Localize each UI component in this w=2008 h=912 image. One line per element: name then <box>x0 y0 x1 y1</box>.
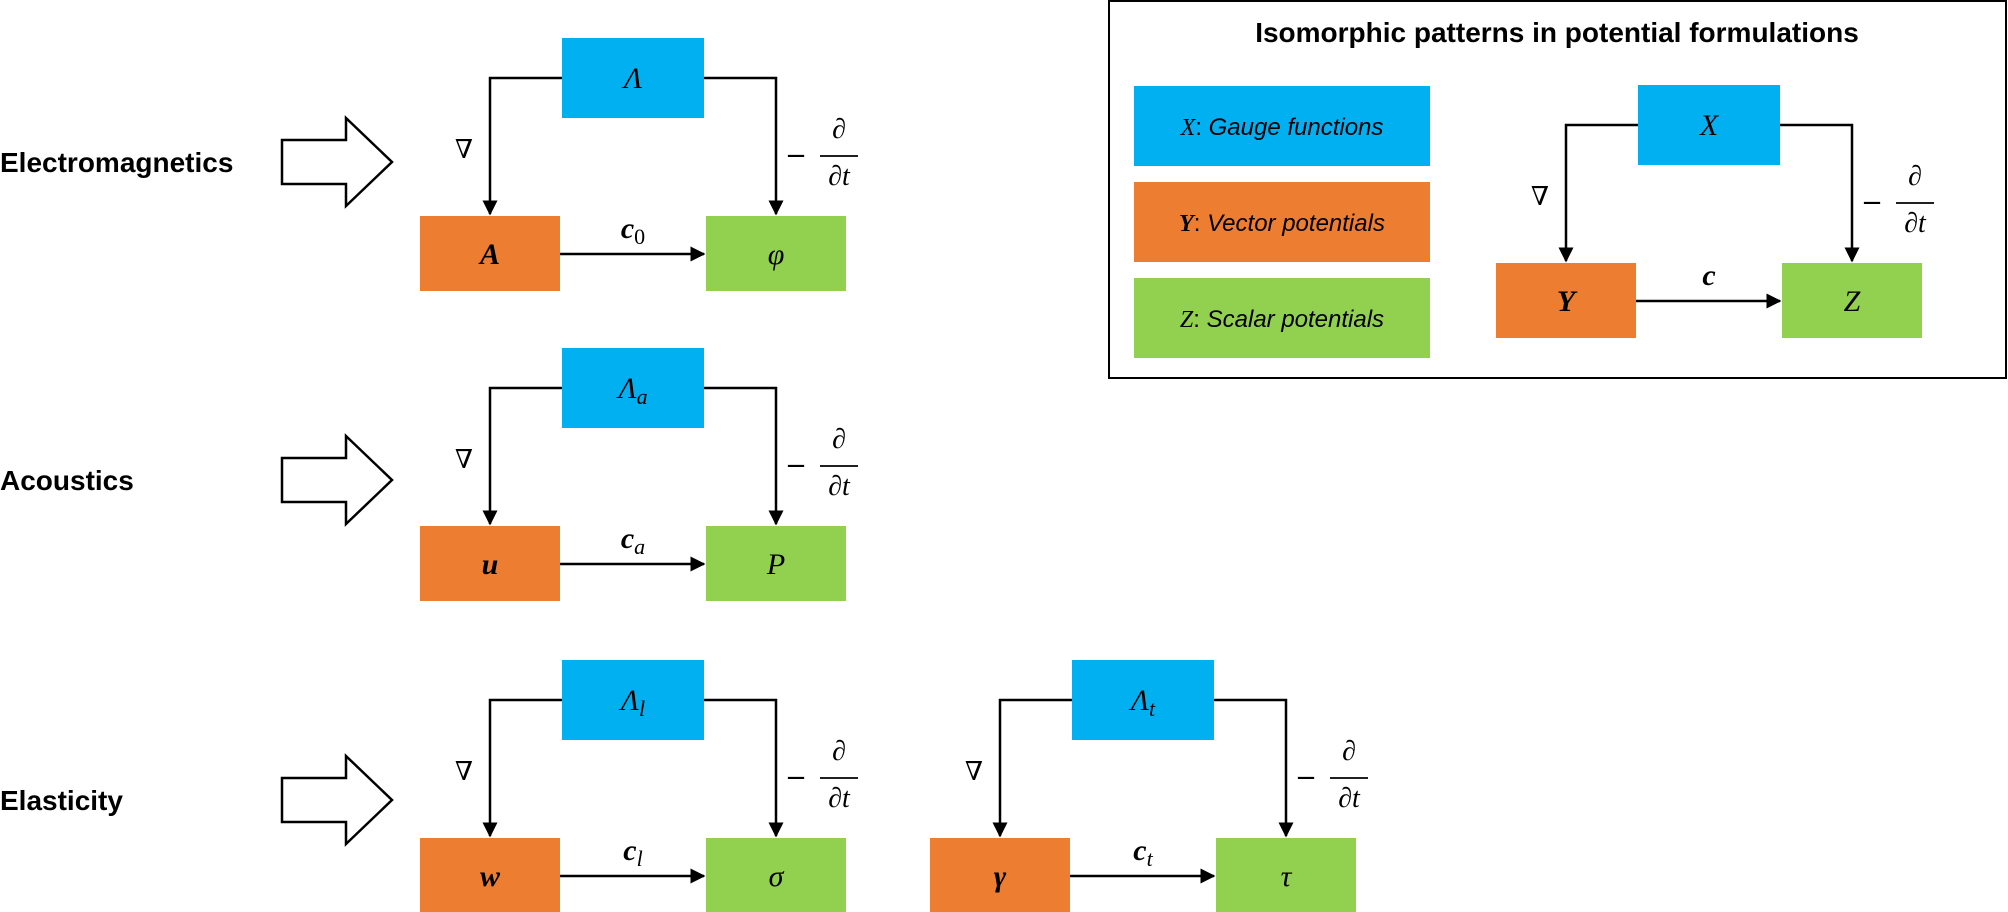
row-2-diagram-0-minus-label: − <box>785 763 807 793</box>
row-1-diagram-0-partial-numerator: ∂ <box>832 424 846 455</box>
row-0-diagram-0-partial-denominator: ∂t <box>828 161 851 192</box>
row-arrow-2 <box>280 753 394 847</box>
row-label-1: Acoustics <box>0 465 134 496</box>
row-1-diagram-0-partial-denominator: ∂t <box>828 471 851 502</box>
legend-item-1-swatch <box>1134 182 1430 262</box>
legend-diagram-gauge-symbol: X <box>1699 109 1720 142</box>
row-0-diagram-0-time-derivative-arrow <box>704 76 784 216</box>
row-1-diagram-0-speed-symbol: ca <box>621 522 645 559</box>
row-arrow-1 <box>280 433 394 527</box>
legend-diagram: X Y Zc ∇ −∂ ∂t <box>1496 85 1934 338</box>
row-0-diagram-0-scalar-box <box>706 216 846 291</box>
row-2-diagram-1-gradient-arrow <box>992 698 1072 838</box>
row-2-diagram-0-nabla-label: ∇ <box>455 757 473 787</box>
row-2-diagram-1-time-derivative-arrow <box>1214 698 1294 838</box>
row-2-diagram-0-vector-box <box>420 838 560 912</box>
row-1-diagram-0-time-derivative-arrow <box>704 386 784 526</box>
row-label-0: Electromagnetics <box>0 147 233 178</box>
row-1-diagram-0-scalar-box <box>706 526 846 601</box>
row-1-diagram-0-nabla-label: ∇ <box>455 445 473 475</box>
row-2-diagram-0-time-derivative-arrow <box>704 698 784 838</box>
row-2-diagram-0-scalar-symbol: σ <box>769 860 785 893</box>
row-0-diagram-0-vector-box <box>420 216 560 291</box>
legend-diagram-vector-symbol: Y <box>1557 285 1578 318</box>
legend-diagram-vector-box <box>1496 263 1636 338</box>
legend-diagram-scalar-box <box>1782 263 1922 338</box>
row-2-diagram-1-vector-box <box>930 838 1070 912</box>
row-2-diagram-1: Λt γ τ ct ∇ −∂ ∂t <box>930 660 1368 912</box>
row-2-diagram-0-vector-symbol: w <box>480 860 501 893</box>
row-0-diagram-0-gradient-arrow <box>482 76 562 216</box>
row-0-diagram-0-minus-label: − <box>785 141 807 171</box>
row-0-diagram-0-gauge-symbol: Λ <box>621 62 642 95</box>
row-2-diagram-1-gauge-symbol: Λt <box>1128 684 1156 721</box>
legend-diagram-partial-numerator: ∂ <box>1908 161 1922 192</box>
row-2-diagram-0-speed-symbol: cl <box>623 834 642 871</box>
row-2-diagram-1-vector-symbol: γ <box>994 860 1007 893</box>
legend-diagram-time-derivative-arrow <box>1780 123 1860 263</box>
row-0-diagram-0-partial-numerator: ∂ <box>832 114 846 145</box>
legend-diagram-speed-symbol: c <box>1702 259 1715 292</box>
row-1-diagram-0: Λa u Pca ∇ −∂ ∂t <box>420 348 858 601</box>
row-2-diagram-0-gauge-box <box>562 660 704 740</box>
row-2-diagram-0-partial-numerator: ∂ <box>832 736 846 767</box>
row-2-diagram-1-scalar-symbol: τ <box>1281 860 1293 893</box>
row-1-diagram-0-gradient-arrow <box>482 386 562 526</box>
row-0-diagram-0-scalar-symbol: φ <box>768 238 785 271</box>
row-arrow-0 <box>280 115 394 209</box>
legend-item-0-label: X: Gauge functions <box>1180 114 1384 141</box>
row-label-2: Elasticity <box>0 785 123 816</box>
legend-item-2-label: Z: Scalar potentials <box>1180 306 1384 333</box>
row-2-diagram-0-gradient-arrow <box>482 698 562 838</box>
legend-diagram-scalar-symbol: Z <box>1844 285 1861 318</box>
row-2-diagram-1-speed-symbol: ct <box>1133 834 1153 871</box>
legend-diagram-gauge-box <box>1638 85 1780 165</box>
legend-diagram-partial-denominator: ∂t <box>1904 208 1927 239</box>
row-0-diagram-0-speed-symbol: c0 <box>621 212 645 249</box>
row-2-diagram-1-scalar-box <box>1216 838 1356 912</box>
row-1-diagram-0-scalar-symbol: P <box>766 548 785 581</box>
row-2-diagram-0-gauge-symbol: Λl <box>618 684 645 721</box>
row-2-diagram-1-gauge-box <box>1072 660 1214 740</box>
row-2-diagram-1-partial-numerator: ∂ <box>1342 736 1356 767</box>
row-2-diagram-0-partial-denominator: ∂t <box>828 783 851 814</box>
row-1-diagram-0-gauge-box <box>562 348 704 428</box>
row-0-diagram-0-gauge-box <box>562 38 704 118</box>
row-1-diagram-0-gauge-symbol: Λa <box>615 372 647 409</box>
row-0-diagram-0-nabla-label: ∇ <box>455 135 473 165</box>
row-2-diagram-1-partial-denominator: ∂t <box>1338 783 1361 814</box>
legend-diagram-gradient-arrow <box>1558 123 1638 263</box>
row-2-diagram-1-nabla-label: ∇ <box>965 757 983 787</box>
row-2-diagram-1-minus-label: − <box>1295 763 1317 793</box>
legend-item-1-label: Y: Vector potentials <box>1179 210 1385 237</box>
row-2-diagram-0: Λl w σ cl ∇ −∂ ∂t <box>420 660 858 912</box>
row-0-diagram-0-vector-symbol: A <box>478 238 500 271</box>
legend-diagram-minus-label: − <box>1861 188 1883 218</box>
legend-diagram-nabla-label: ∇ <box>1531 182 1549 212</box>
legend-item-2-swatch <box>1134 278 1430 358</box>
legend-item-0-swatch <box>1134 86 1430 166</box>
row-1-diagram-0-minus-label: − <box>785 451 807 481</box>
row-1-diagram-0-vector-symbol: u <box>482 548 499 581</box>
legend-title: Isomorphic patterns in potential formula… <box>1255 17 1859 48</box>
row-2-diagram-0-scalar-box <box>706 838 846 912</box>
row-1-diagram-0-vector-box <box>420 526 560 601</box>
